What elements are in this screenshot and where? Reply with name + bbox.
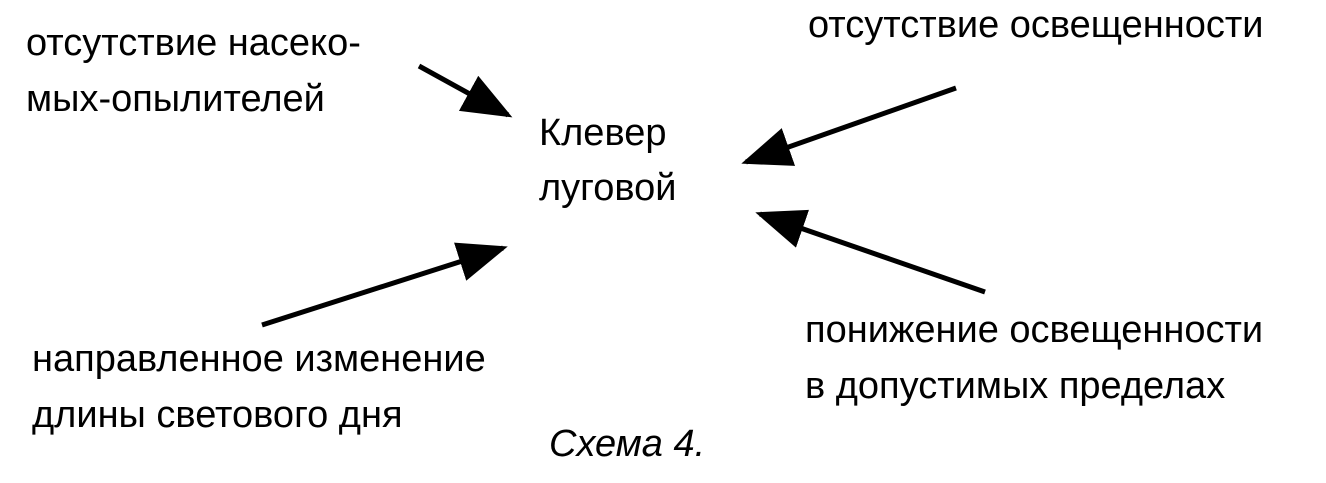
factor-bottom-left-line-1: направленное изменение bbox=[32, 338, 486, 380]
factor-top-left-line-1: отсутствие насеко- bbox=[26, 22, 361, 64]
center-node-line-2: луговой bbox=[539, 167, 677, 209]
diagram-caption: Схема 4. bbox=[549, 423, 706, 465]
factor-top-left-line-2: мых-опылителей bbox=[26, 78, 325, 120]
factor-top-left: отсутствие насеко- мых-опылителей bbox=[26, 15, 361, 127]
factor-bottom-left-line-2: длины светового дня bbox=[32, 394, 403, 436]
factor-bottom-right-line-2: в допустимых пределах bbox=[805, 365, 1226, 407]
factor-bottom-right: понижение освещенности в допустимых пред… bbox=[805, 302, 1263, 414]
factor-top-right: отсутствие освещенности bbox=[808, 0, 1264, 53]
arrow-top-right bbox=[741, 85, 957, 166]
center-node-label: Клевер луговой bbox=[539, 106, 676, 216]
arrow-bottom-right bbox=[755, 209, 986, 295]
factor-bottom-right-line-1: понижение освещенности bbox=[805, 309, 1264, 351]
factor-bottom-left: направленное изменение длины светового д… bbox=[32, 331, 486, 443]
center-node-line-1: Клевер bbox=[539, 112, 667, 154]
factor-top-right-line-1: отсутствие освещенности bbox=[808, 4, 1264, 46]
arrow-bottom-left bbox=[261, 242, 508, 328]
arrow-top-left bbox=[417, 63, 513, 118]
